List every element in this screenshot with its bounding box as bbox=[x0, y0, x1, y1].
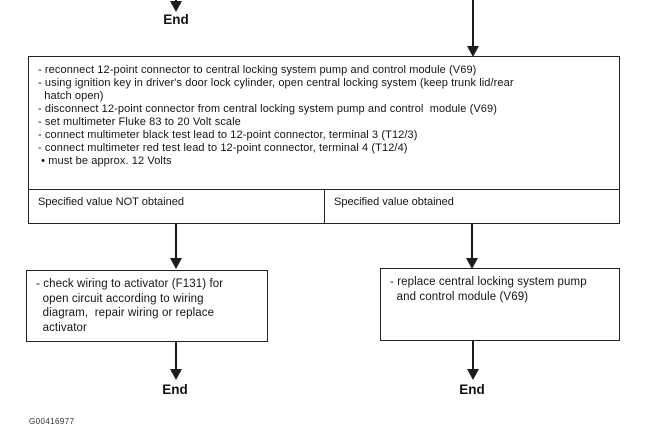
outcome-cell-not-obtained: Specified value NOT obtained bbox=[29, 190, 325, 223]
procedure-step-line: - set multimeter Fluke 83 to 20 Volt sca… bbox=[38, 116, 241, 128]
action-text: - check wiring to activator (F131) for o… bbox=[27, 271, 267, 335]
action-text-line: activator bbox=[36, 321, 87, 334]
outcome-row: Specified value NOT obtained Specified v… bbox=[29, 189, 619, 223]
procedure-step-line: hatch open) bbox=[38, 90, 104, 102]
action-text-line: open circuit according to wiring bbox=[36, 292, 204, 305]
action-box-check-wiring: - check wiring to activator (F131) for o… bbox=[26, 270, 268, 342]
action-text: - replace central locking system pump an… bbox=[381, 269, 619, 304]
procedure-step-line: - using ignition key in driver's door lo… bbox=[38, 77, 514, 89]
end-label-right: End bbox=[459, 382, 485, 397]
figure-id-label: G00416977 bbox=[29, 417, 75, 426]
procedure-step-line: - connect multimeter black test lead to … bbox=[38, 129, 418, 141]
arrow-down-icon bbox=[170, 258, 182, 269]
procedure-steps: - reconnect 12-point connector to centra… bbox=[29, 57, 619, 189]
procedure-step-line: • must be approx. 12 Volts bbox=[38, 155, 172, 167]
arrow-down-icon bbox=[170, 1, 182, 12]
procedure-step-line: - reconnect 12-point connector to centra… bbox=[38, 64, 477, 76]
connector-line-right-branch bbox=[471, 224, 473, 259]
arrow-down-icon bbox=[467, 46, 479, 57]
action-text-line: diagram, repair wiring or replace bbox=[36, 307, 215, 319]
arrow-down-icon bbox=[466, 258, 478, 269]
end-label-top: End bbox=[163, 12, 189, 27]
end-label-left: End bbox=[162, 382, 188, 397]
action-box-replace-module: - replace central locking system pump an… bbox=[380, 268, 620, 341]
action-text-line: - check wiring to activator (F131) for bbox=[36, 278, 224, 290]
procedure-step-line: - connect multimeter red test lead to 12… bbox=[38, 142, 408, 154]
connector-line-right-end bbox=[472, 341, 474, 370]
arrow-down-icon bbox=[467, 369, 479, 380]
action-text-line: - replace central locking system pump bbox=[390, 276, 587, 288]
arrow-down-icon bbox=[170, 369, 182, 380]
outcome-cell-obtained: Specified value obtained bbox=[334, 196, 454, 208]
connector-line-left-branch bbox=[175, 224, 177, 259]
procedure-box: - reconnect 12-point connector to centra… bbox=[28, 56, 620, 224]
connector-line-left-end bbox=[175, 342, 177, 370]
action-text-line: and control module (V69) bbox=[390, 290, 529, 303]
procedure-step-line: - disconnect 12-point connector from cen… bbox=[38, 103, 497, 115]
connector-line-into-procedure bbox=[472, 0, 474, 48]
